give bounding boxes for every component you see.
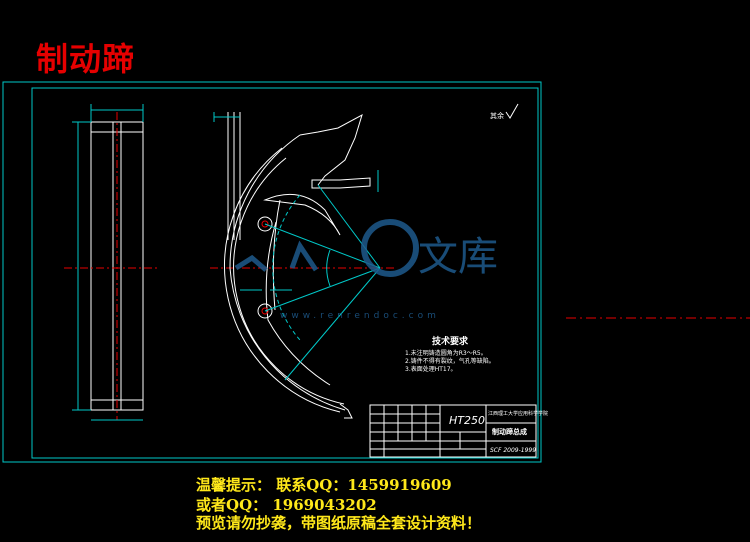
watermark-brand: 文库 (418, 234, 498, 280)
technical-requirements: 技术要求 1.未注明铸造圆角为R3～R5。 2.铸件不得有裂纹，气孔等缺陷。 3… (405, 335, 495, 373)
drawing-number: SCF 2009-1999 (490, 447, 536, 454)
watermark-url: www.renrendoc.com (280, 311, 440, 321)
footer-contact-line: 温馨提示： 联系QQ：1459919609 (196, 476, 452, 494)
tech-req-heading: 技术要求 (432, 335, 469, 347)
inner-frame (31, 87, 539, 459)
part-name: 制动蹄总成 (492, 427, 527, 436)
material: HT250 (449, 414, 485, 427)
drawing-title: 制动蹄 (36, 40, 136, 78)
title-block: HT250 江西理工大学应用科学学院 制动蹄总成 SCF 2009-1999 (369, 404, 548, 458)
school-name: 江西理工大学应用科学学院 (488, 410, 548, 417)
roughness-symbol: 其余 (490, 103, 519, 120)
front-view (210, 112, 395, 419)
tech-req-item-2: 2.铸件不得有裂纹，气孔等缺陷。 (405, 357, 495, 365)
watermark: 文库 www.renrendoc.com (234, 219, 498, 321)
roughness-note: 其余 (490, 111, 504, 120)
side-view (64, 104, 160, 421)
watermark-logo-icon (361, 219, 419, 277)
tech-req-item-1: 1.未注明铸造圆角为R3～R5。 (405, 349, 487, 357)
tech-req-item-3: 3.表面处理HT17。 (405, 365, 457, 373)
footer-alt-contact-line: 或者QQ： 1969043202 (196, 496, 377, 514)
footer-notice-line: 预览请勿抄袭，带图纸原稿全套设计资料！ (196, 514, 482, 532)
outer-frame (2, 81, 542, 463)
